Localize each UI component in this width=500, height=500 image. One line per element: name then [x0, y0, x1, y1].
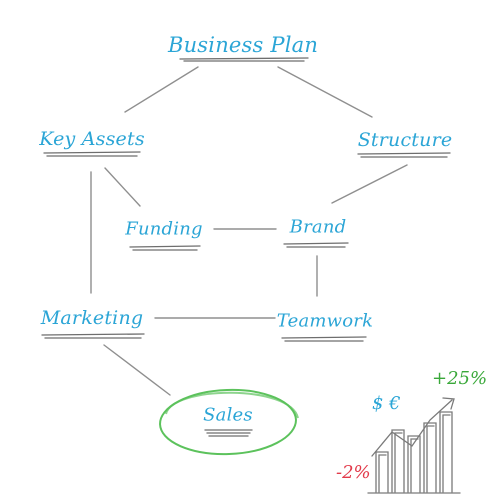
underline-structure: [357, 152, 451, 158]
edge-business-plan-structure: [277, 66, 373, 118]
edge-marketing-sales: [103, 344, 171, 396]
node-teamwork: Teamwork: [277, 311, 373, 332]
underline-key-assets: [43, 151, 141, 157]
node-key-assets: Key Assets: [39, 128, 145, 150]
node-key-assets-label: Key Assets: [39, 128, 145, 150]
node-structure: Structure: [358, 129, 453, 151]
underline-sales: [204, 429, 253, 437]
underline-brand: [283, 242, 349, 248]
edge-key-assets-funding: [104, 167, 141, 207]
node-brand: Brand: [290, 217, 347, 238]
node-brand-label: Brand: [289, 216, 347, 238]
underline-funding: [129, 245, 201, 251]
growth-down-label: -2%: [336, 462, 371, 483]
node-business-plan: Business Plan: [168, 33, 318, 57]
sales-circle: [159, 388, 299, 456]
node-teamwork-label: Teamwork: [276, 310, 374, 332]
node-marketing: Marketing: [41, 307, 144, 329]
mini-chart-bars: [375, 411, 453, 493]
node-funding-label: Funding: [125, 218, 203, 240]
node-sales-label: Sales: [203, 404, 253, 426]
trend-arrow-head: [442, 397, 455, 410]
underline-business-plan: [179, 57, 309, 62]
node-sales: Sales: [203, 405, 253, 426]
node-funding: Funding: [125, 219, 202, 240]
mini-chart-trend-line: [371, 399, 453, 457]
node-structure-label: Structure: [357, 129, 453, 151]
underline-teamwork: [281, 336, 367, 342]
edge-business-plan-key-assets: [124, 66, 199, 113]
node-business-plan-label: Business Plan: [167, 33, 319, 57]
edge-structure-brand: [331, 164, 408, 204]
currency-symbols: $ €: [372, 393, 401, 414]
mini-growth-chart: [367, 397, 461, 494]
growth-up-label: +25%: [432, 368, 488, 389]
node-marketing-label: Marketing: [40, 307, 144, 329]
underline-marketing: [41, 333, 145, 339]
